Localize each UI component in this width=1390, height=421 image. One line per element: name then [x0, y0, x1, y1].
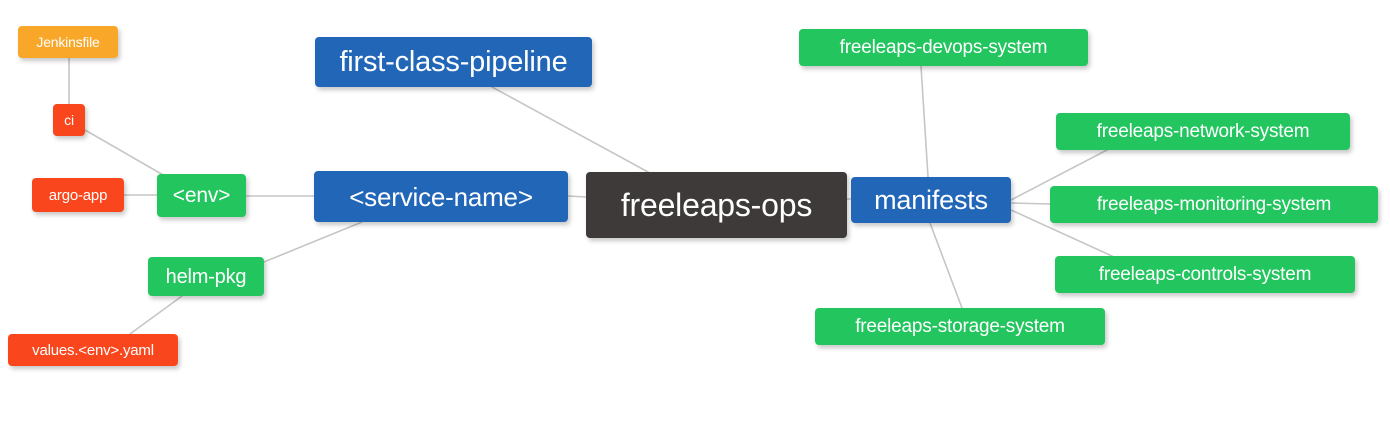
node-freeleaps-controls-system[interactable]: freeleaps-controls-system [1055, 256, 1355, 293]
node-freeleaps-ops[interactable]: freeleaps-ops [586, 172, 847, 238]
edge-service-name-to-freeleaps-ops [567, 195, 587, 198]
edge-manifests-to-freeleaps-controls-system [1010, 209, 1113, 257]
edge-helm-pkg-to-values-yaml [129, 295, 183, 335]
node-freeleaps-network-system[interactable]: freeleaps-network-system [1056, 113, 1350, 150]
node-freeleaps-monitoring-system[interactable]: freeleaps-monitoring-system [1050, 186, 1378, 223]
edge-manifests-to-freeleaps-network-system [1010, 149, 1108, 201]
node-ci[interactable]: ci [53, 104, 85, 136]
edge-first-class-pipeline-to-freeleaps-ops [491, 86, 649, 173]
edge-service-name-to-helm-pkg [263, 221, 363, 263]
node-argo-app[interactable]: argo-app [32, 178, 124, 212]
edge-manifests-to-freeleaps-storage-system [929, 222, 963, 309]
node-helm-pkg[interactable]: helm-pkg [148, 257, 264, 296]
node-freeleaps-devops-system[interactable]: freeleaps-devops-system [799, 29, 1088, 66]
edge-manifests-to-freeleaps-monitoring-system [1010, 202, 1051, 205]
edge-ci-to-env [84, 129, 166, 177]
node-manifests[interactable]: manifests [851, 177, 1011, 223]
node-jenkinsfile[interactable]: Jenkinsfile [18, 26, 118, 58]
edge-manifests-to-freeleaps-devops-system [920, 65, 929, 178]
node-first-class-pipeline[interactable]: first-class-pipeline [315, 37, 592, 87]
node-values-yaml[interactable]: values.<env>.yaml [8, 334, 178, 366]
node-env[interactable]: <env> [157, 174, 246, 217]
node-service-name[interactable]: <service-name> [314, 171, 568, 222]
node-freeleaps-storage-system[interactable]: freeleaps-storage-system [815, 308, 1105, 345]
